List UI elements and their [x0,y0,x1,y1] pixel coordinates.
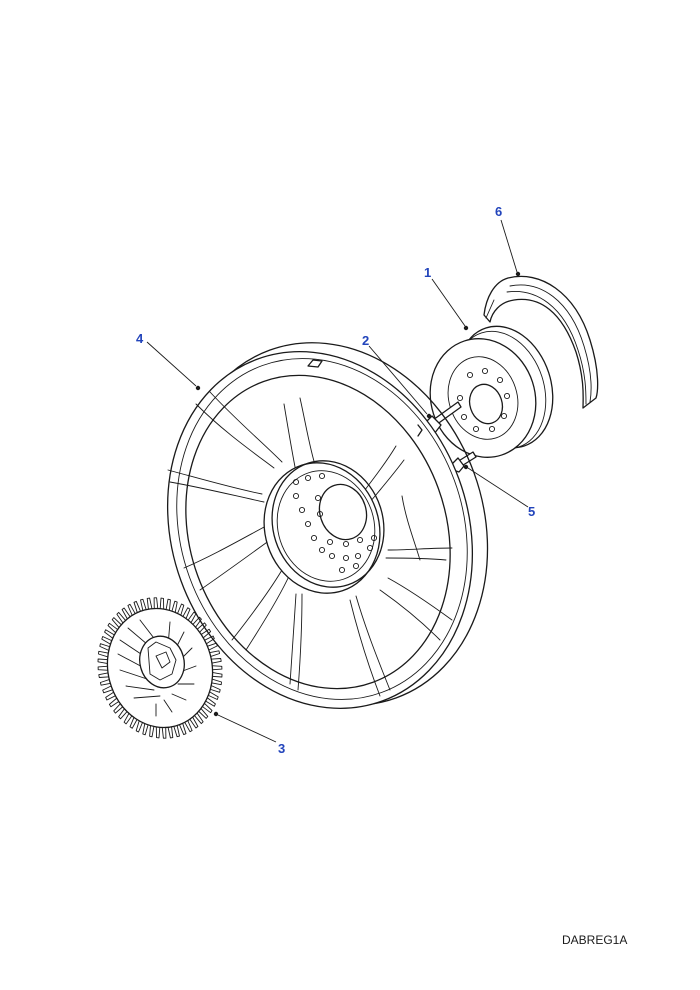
callout-6[interactable]: 6 [495,204,503,219]
coupling-fins [117,619,197,717]
coupling-fin [101,636,114,646]
coupling-fin [183,719,193,733]
coupling-fin [104,629,116,640]
coupling-fin [140,598,147,613]
coupling-fin [210,678,222,686]
coupling-fin [146,597,153,611]
callout-1[interactable]: 1 [424,265,432,280]
coupling-fin [208,650,221,658]
callout-2[interactable]: 2 [362,333,370,348]
coupling-fin [129,715,139,729]
coupling-fin [159,597,165,611]
pulley-bolt-holes [456,367,511,433]
coupling-fin [206,642,218,651]
coupling-fin [123,711,133,725]
viscous-coupling[interactable] [94,597,226,740]
coupling-fin [97,665,110,671]
coupling-fin [188,715,199,729]
pulley[interactable] [415,314,568,471]
coupling-fin [113,702,124,714]
coupling-fin [210,671,223,678]
coupling-fin [108,697,121,708]
coupling-fin [135,719,144,733]
coupling-fin [99,678,112,686]
coupling-fin [201,702,213,714]
diagram-reference: DABREG1A [562,933,628,947]
coupling-fin [208,684,221,693]
coupling-fin [209,658,222,664]
coupling-fin [133,600,142,615]
coupling-fin [178,721,187,736]
coupling-fin [142,721,149,736]
callout-4[interactable]: 4 [136,331,144,346]
coupling-fin [206,690,219,700]
coupling-fin [176,603,185,617]
coupling-fin [155,725,161,739]
coupling-fin [210,665,223,671]
fan-hub-bolt-holes [292,472,378,574]
coupling-fin [107,622,119,634]
coupling-fin [171,600,178,615]
cooling-fan[interactable] [119,299,538,752]
coupling-fin [153,597,159,611]
coupling-fin [196,622,207,634]
coupling-fin [203,635,215,645]
coupling-fin [98,650,110,658]
coupling-fin [191,616,202,629]
leader-lines [146,219,529,743]
drive-belt[interactable] [483,275,599,409]
coupling-fin [204,696,216,707]
coupling-fin [173,723,180,738]
coupling-fin [187,611,197,625]
coupling-fin [97,658,110,665]
coupling-fin [98,672,111,678]
coupling-fin [193,711,204,725]
coupling-fin [127,603,137,617]
callout-5[interactable]: 5 [528,504,536,519]
coupling-fin [111,617,123,629]
coupling-fin [116,611,127,625]
coupling-fin [118,707,129,720]
coupling-fin [167,725,174,739]
coupling-fin [149,723,155,738]
coupling-fin [197,707,209,719]
coupling-fin [161,725,167,739]
coupling-fin [181,607,191,621]
coupling-fin [105,691,117,701]
coupling-fin [199,628,212,639]
coupling-fin [99,643,112,652]
coupling-fin [121,607,132,621]
coupling-fin [102,685,114,694]
coupling-fin [165,598,171,613]
callout-3[interactable]: 3 [278,741,286,756]
